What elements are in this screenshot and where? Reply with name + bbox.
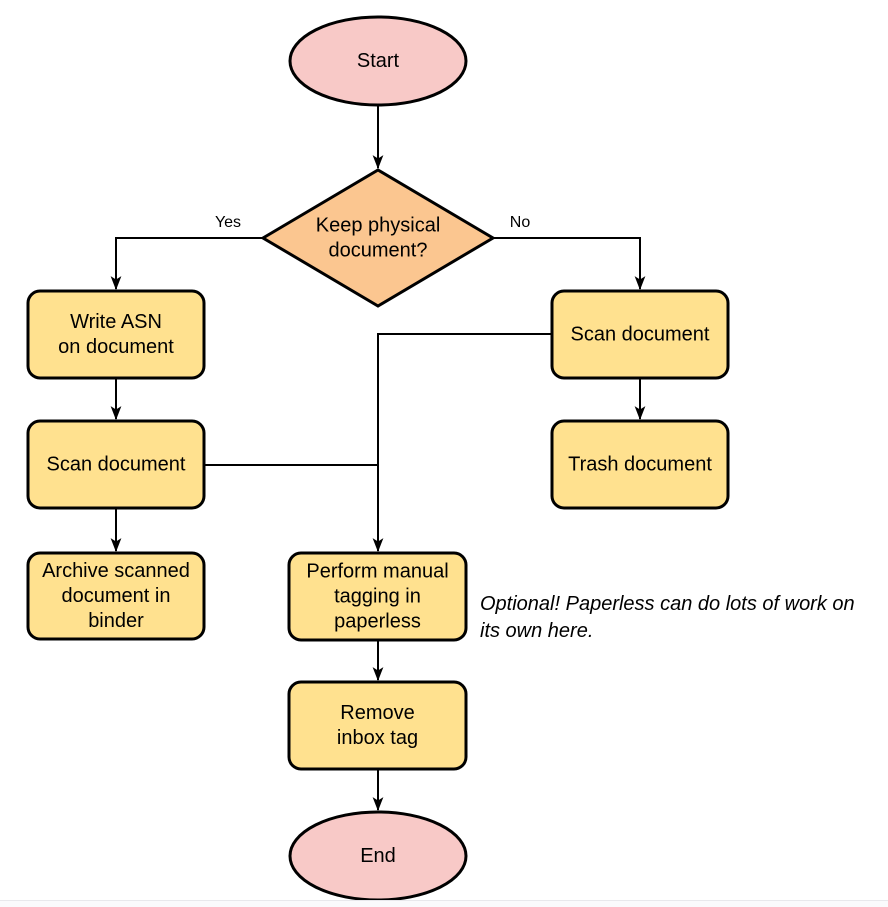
scan-document-right-label: Scan document <box>571 324 710 346</box>
edge-decision-no-to-scan-right <box>493 237 646 291</box>
scan-document-left-label: Scan document <box>47 454 186 476</box>
write-asn-shape <box>26 289 206 380</box>
node-end: End <box>288 810 468 902</box>
edges-layer <box>110 105 646 812</box>
trash-document-shape <box>550 419 730 510</box>
manual-tagging-shape <box>287 551 468 642</box>
scan-document-right-shape <box>550 289 730 380</box>
remove-inbox-tag-shape <box>287 680 468 771</box>
start-label: Start <box>357 50 400 72</box>
node-scan-document-left: Scan document <box>26 419 206 510</box>
node-scan-document-right: Scan document <box>550 289 730 380</box>
node-trash-document: Trash document <box>550 419 730 510</box>
node-start: Start <box>288 15 468 107</box>
decision-keep-physical-shape <box>260 168 496 308</box>
edge-decision-yes-to-write-asn <box>110 237 263 291</box>
trash-document-label: Trash document <box>568 454 712 476</box>
start-shape <box>288 15 468 107</box>
end-label: End <box>360 845 396 867</box>
window-bottom-edge <box>0 900 888 907</box>
edge-label-yes: Yes <box>215 214 241 231</box>
edge-scan-right-to-tagging <box>372 333 552 553</box>
annotation-optional-note: Optional! Paperless can do lots of work … <box>480 593 855 642</box>
scan-document-left-shape <box>26 419 206 510</box>
archive-binder-shape <box>26 551 206 641</box>
edge-label-no: No <box>510 214 531 231</box>
